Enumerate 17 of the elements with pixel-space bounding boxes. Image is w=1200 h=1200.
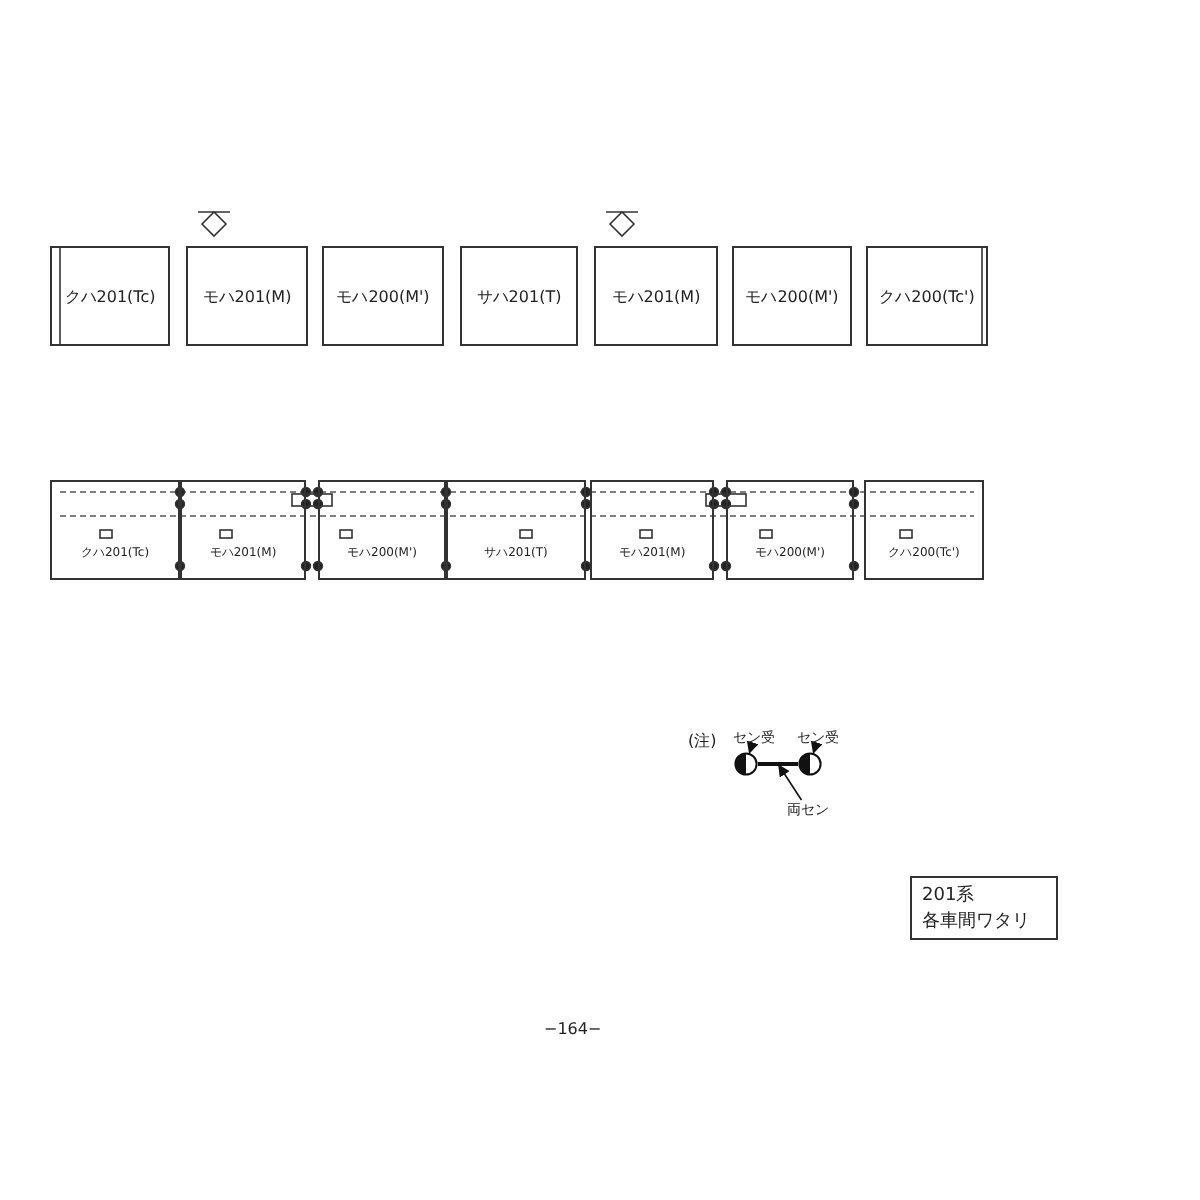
car-box: クハ201(Tc) [50,246,170,346]
leader-arrow [746,740,759,754]
title-box [910,876,1058,940]
leader-arrow [778,764,803,801]
half-filled-circle [734,752,758,776]
car-box: モハ201(M) [186,246,308,346]
page-number: −164− [544,1020,602,1038]
half-filled-circle [798,752,822,776]
car-box: モハ200(M') [322,246,444,346]
car-box: モハ200(M') [732,246,852,346]
note-mark: (注) [688,730,717,752]
car-box: クハ200(Tc') [866,246,988,346]
leader-arrow [810,740,823,754]
title-text: 各車間ワタリ [922,909,1030,934]
car-box: サハ201(T) [460,246,578,346]
title-text: 201系 [922,883,975,908]
car-box: モハ201(M) [594,246,718,346]
